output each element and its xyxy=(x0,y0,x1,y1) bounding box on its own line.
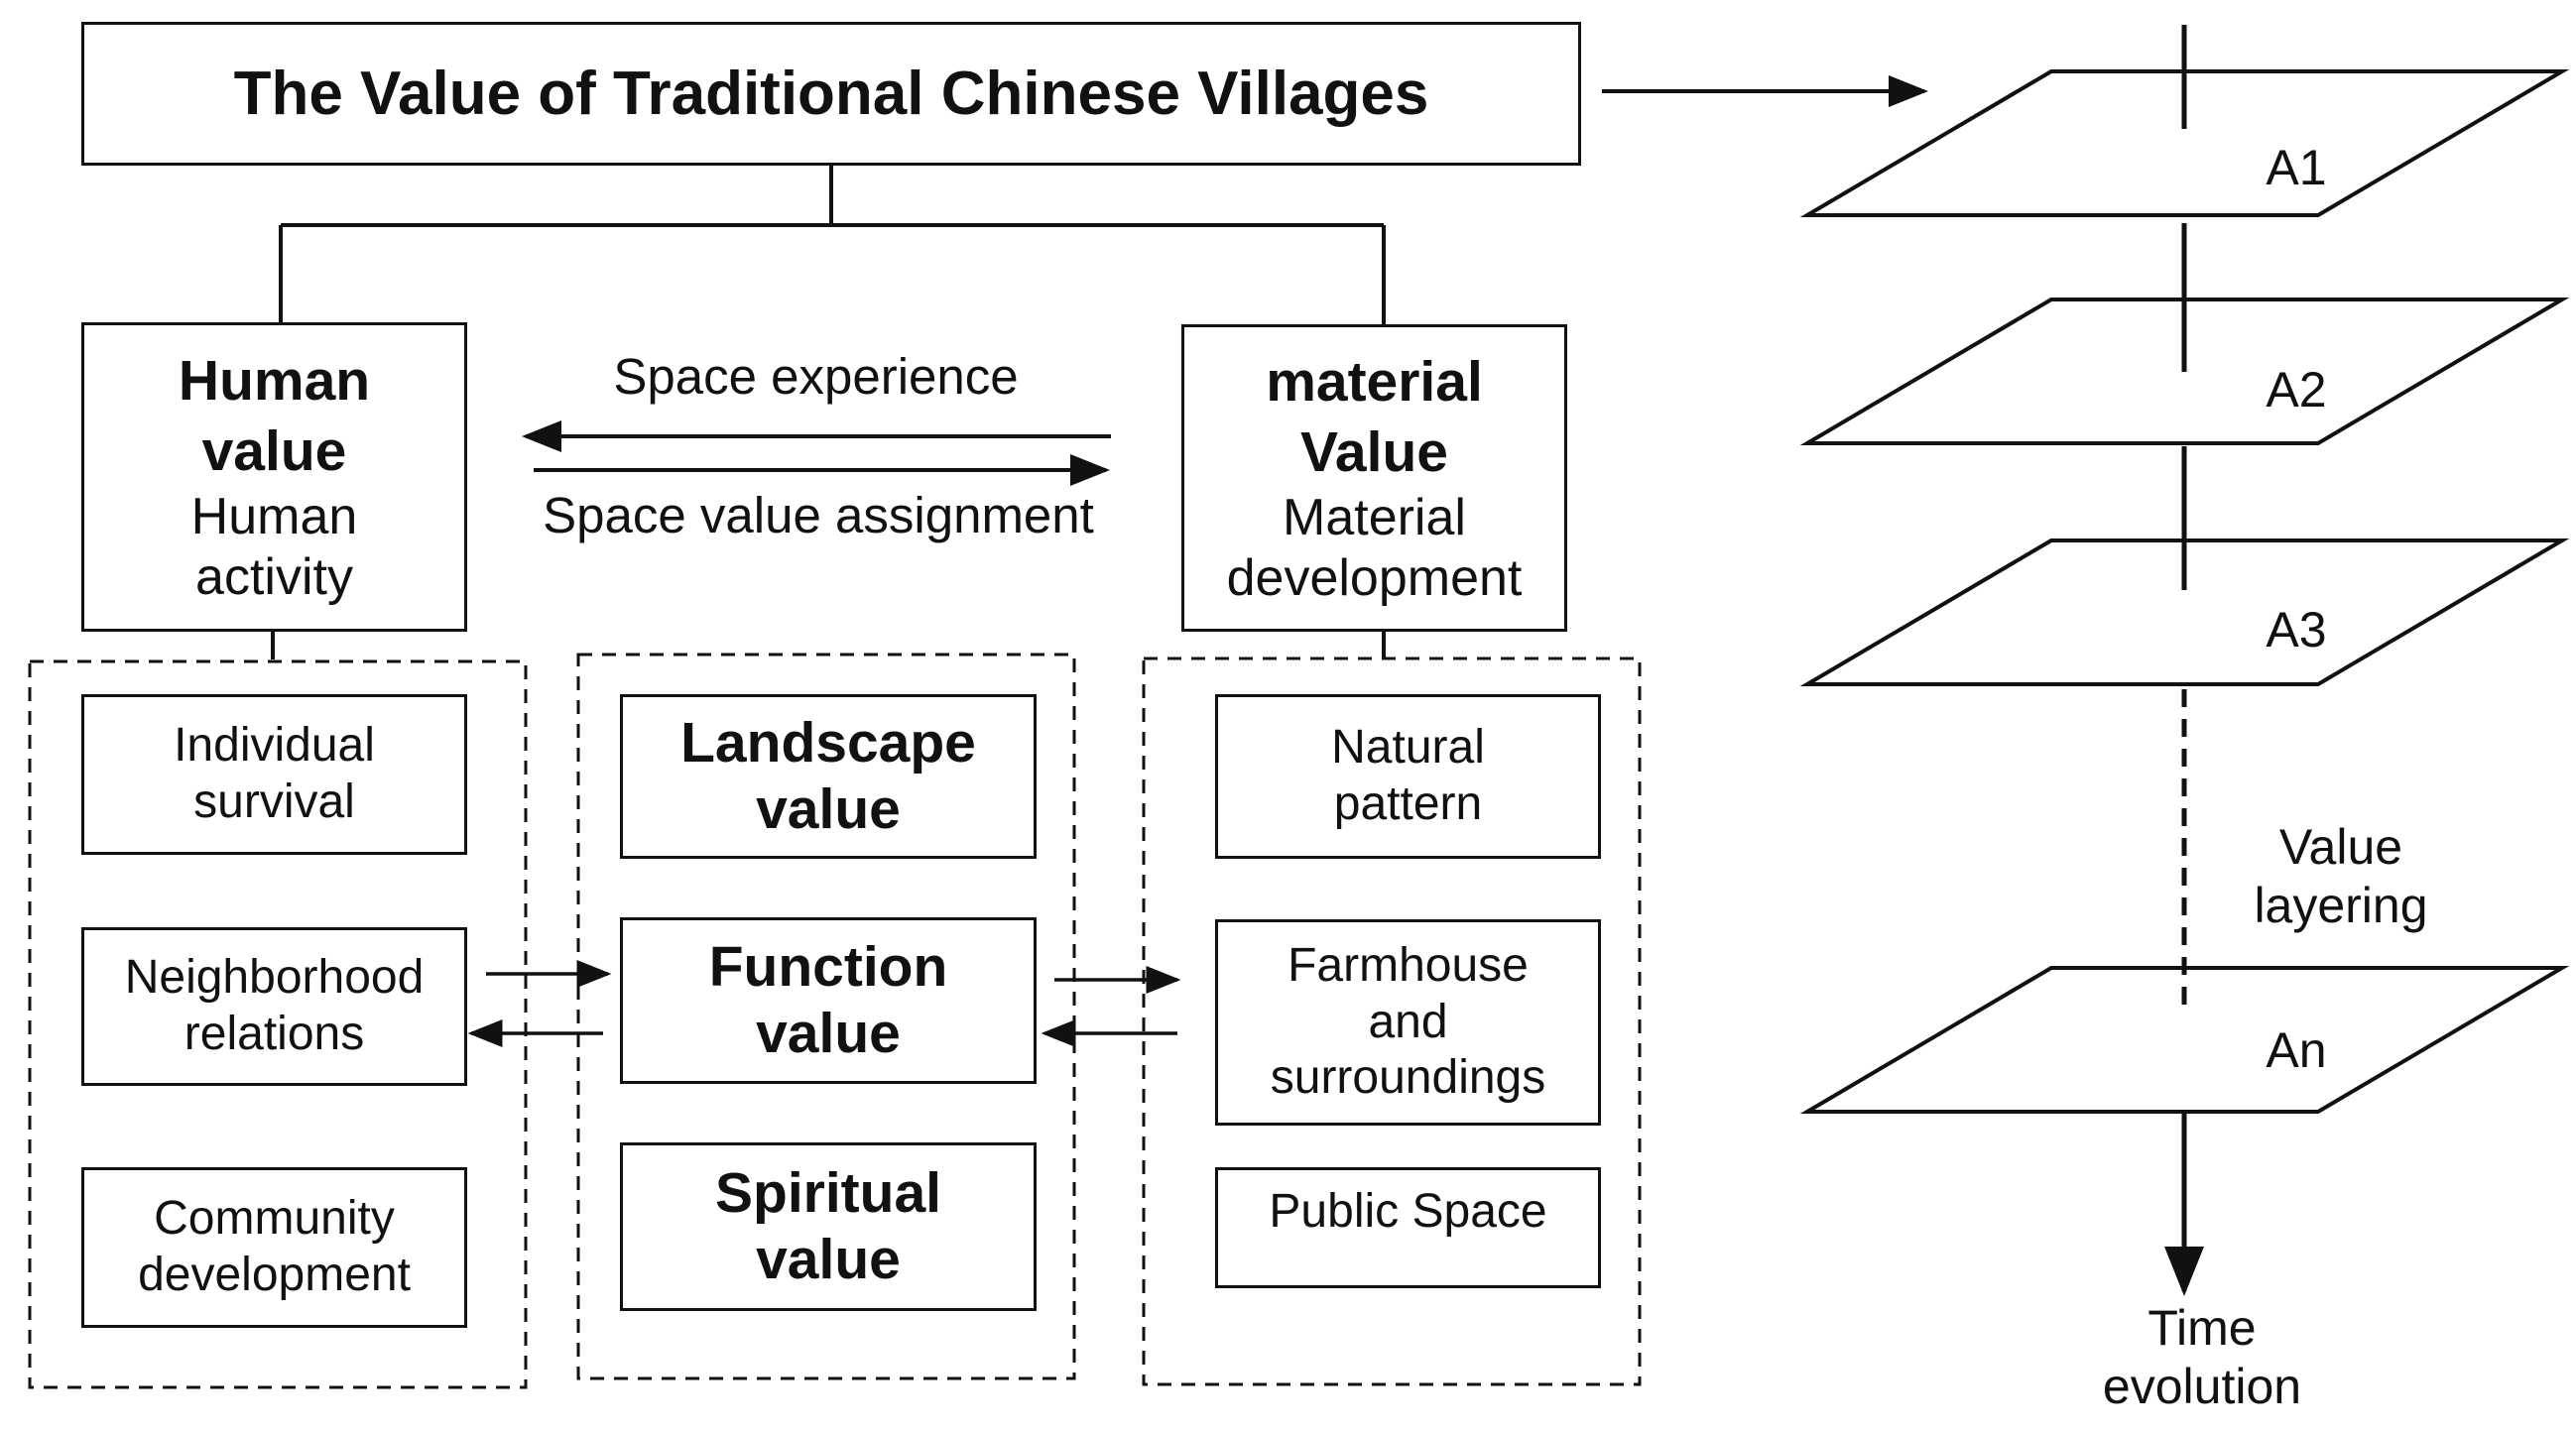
material-item-natural-pattern: Natural pattern xyxy=(1215,694,1601,859)
human-group-dashed xyxy=(28,659,528,1389)
center-item-function-value: Function value xyxy=(620,917,1037,1084)
material-item-label: Farmhouse and surroundings xyxy=(1270,939,1546,1105)
center-item-label: Landscape value xyxy=(680,710,976,841)
human-item-label: Individual survival xyxy=(174,719,375,828)
layer-label-an: An xyxy=(2266,1022,2327,1078)
material-value-sub: Material development xyxy=(1226,489,1523,608)
center-item-label: Spiritual value xyxy=(714,1160,942,1291)
time-evolution-label: Time evolution xyxy=(2102,1300,2302,1414)
layer-label-a1: A1 xyxy=(2266,140,2327,195)
human-item-individual-survival: Individual survival xyxy=(81,694,467,855)
page-title: The Value of Traditional Chinese Village… xyxy=(233,59,1429,128)
material-item-farmhouse: Farmhouse and surroundings xyxy=(1215,919,1601,1126)
center-item-landscape-value: Landscape value xyxy=(620,694,1037,859)
human-item-label: Neighborhood relations xyxy=(124,951,425,1060)
material-item-label: Natural pattern xyxy=(1331,721,1485,830)
center-item-spiritual-value: Spiritual value xyxy=(620,1142,1037,1311)
human-item-community-development: Community development xyxy=(81,1167,467,1328)
material-item-label: Public Space xyxy=(1269,1185,1547,1238)
material-group-dashed xyxy=(1142,657,1642,1386)
space-value-assignment-label: Space value assignment xyxy=(543,487,1094,543)
layer-plane-a3 xyxy=(1799,538,2570,686)
layer-plane-a1 xyxy=(1799,69,2570,217)
center-item-label: Function value xyxy=(708,934,948,1065)
human-item-label: Community development xyxy=(138,1192,411,1301)
layer-plane-an xyxy=(1799,966,2570,1114)
human-value-heading: Human value xyxy=(178,348,371,484)
center-group-dashed xyxy=(576,653,1076,1380)
human-item-neighborhood-relations: Neighborhood relations xyxy=(81,927,467,1086)
layer-label-a3: A3 xyxy=(2266,602,2327,657)
space-experience-label: Space experience xyxy=(613,348,1019,405)
human-value-box: Human value Human activity xyxy=(81,322,467,632)
layer-label-a2: A2 xyxy=(2266,362,2327,418)
material-item-public-space: Public Space xyxy=(1215,1167,1601,1288)
material-value-heading: material Value xyxy=(1266,349,1483,485)
main-title-box: The Value of Traditional Chinese Village… xyxy=(81,22,1581,166)
material-value-box: material Value Material development xyxy=(1181,324,1567,632)
human-value-sub: Human activity xyxy=(190,488,358,607)
value-layering-label: Value layering xyxy=(2254,819,2428,933)
